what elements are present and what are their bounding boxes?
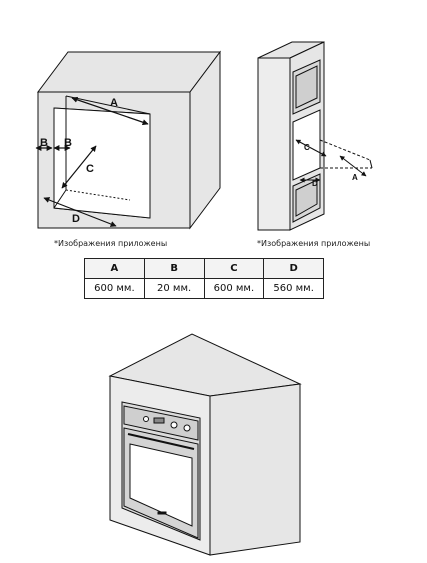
oven-door-handle [127, 433, 195, 450]
value-d: 560 мм. [263, 278, 324, 299]
caption-right: *Изображения приложены [257, 239, 371, 248]
dimensions-value-row: 600 мм. 20 мм. 600 мм. 560 мм. [84, 278, 324, 299]
column-dim-arrow-c [295, 139, 327, 157]
header-c: C [203, 258, 265, 279]
oven-knob-left [143, 416, 149, 422]
oven-knob-right [183, 424, 191, 432]
niche-label-d: D [72, 213, 80, 225]
column-label-d: D [312, 179, 318, 188]
header-a: A [84, 258, 145, 279]
oven-knob-middle [170, 421, 178, 429]
column-side-face [257, 57, 291, 231]
dim-arrow-c [61, 145, 97, 189]
value-b: 20 мм. [143, 278, 205, 299]
oven-door-window [129, 443, 193, 527]
niche-label-a: A [110, 97, 118, 109]
column-cabinet-diagram [257, 41, 325, 231]
niche-top-face [37, 51, 221, 93]
niche-label-c: C [86, 163, 94, 175]
oven-display [153, 417, 165, 424]
dimensions-header-row: A B C D [84, 258, 324, 279]
niche-dimension-lines [35, 96, 149, 227]
dim-arrow-a [71, 96, 149, 126]
built-in-oven-diagram [108, 333, 302, 556]
niche-label-b-right: B [64, 137, 72, 149]
column-label-c: C [304, 143, 310, 152]
oven-logo [157, 511, 167, 515]
caption-left: *Изображения приложены [54, 239, 168, 248]
value-c: 600 мм. [203, 278, 265, 299]
column-dim-arrow-a [339, 155, 367, 177]
dim-arrow-d [43, 197, 117, 227]
niche-label-b-left: B [40, 137, 48, 149]
header-b: B [143, 258, 205, 279]
oven-cabinet-side [209, 383, 301, 556]
dimensions-table: A B C D 600 мм. 20 мм. 600 мм. 560 мм. [84, 258, 324, 299]
niche-opening [53, 107, 151, 219]
header-d: D [263, 258, 324, 279]
value-a: 600 мм. [84, 278, 145, 299]
column-dimension-lines [295, 139, 373, 183]
column-label-a: A [352, 173, 358, 182]
